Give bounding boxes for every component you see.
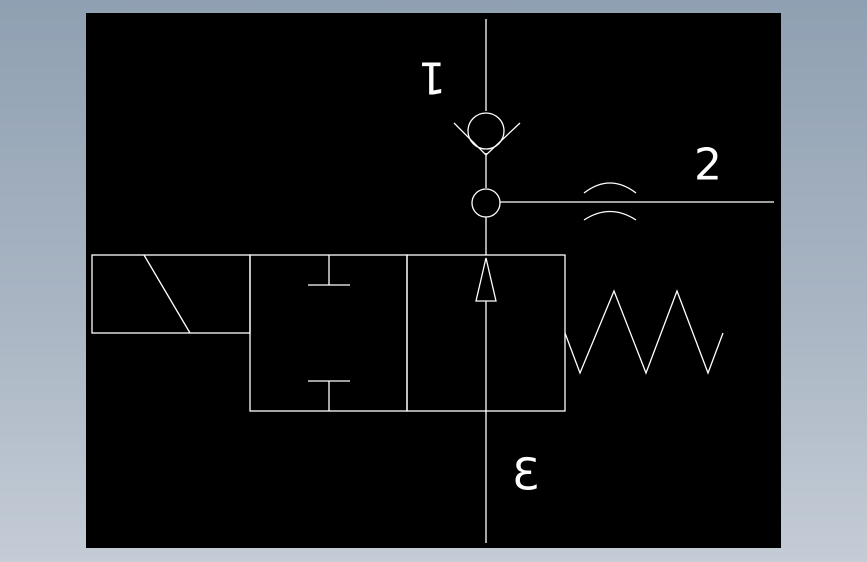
solenoid-coil-diagonal [143,254,191,334]
port-label-3: 3 [512,450,540,501]
return-spring [564,289,724,375]
junction-circle [471,188,501,218]
solenoid-actuator [91,254,251,334]
flow-arrow [475,257,497,302]
valve-schematic: 1 2 3 [91,19,774,543]
drawing-viewport: 1 2 3 [86,13,781,548]
port-label-1: 1 [418,52,446,103]
check-valve-ball [467,112,505,150]
orifice-lower-arc [583,210,637,221]
orifice-upper-arc [583,182,637,194]
check-valve-seat [453,122,521,156]
port-label-2: 2 [694,140,722,191]
